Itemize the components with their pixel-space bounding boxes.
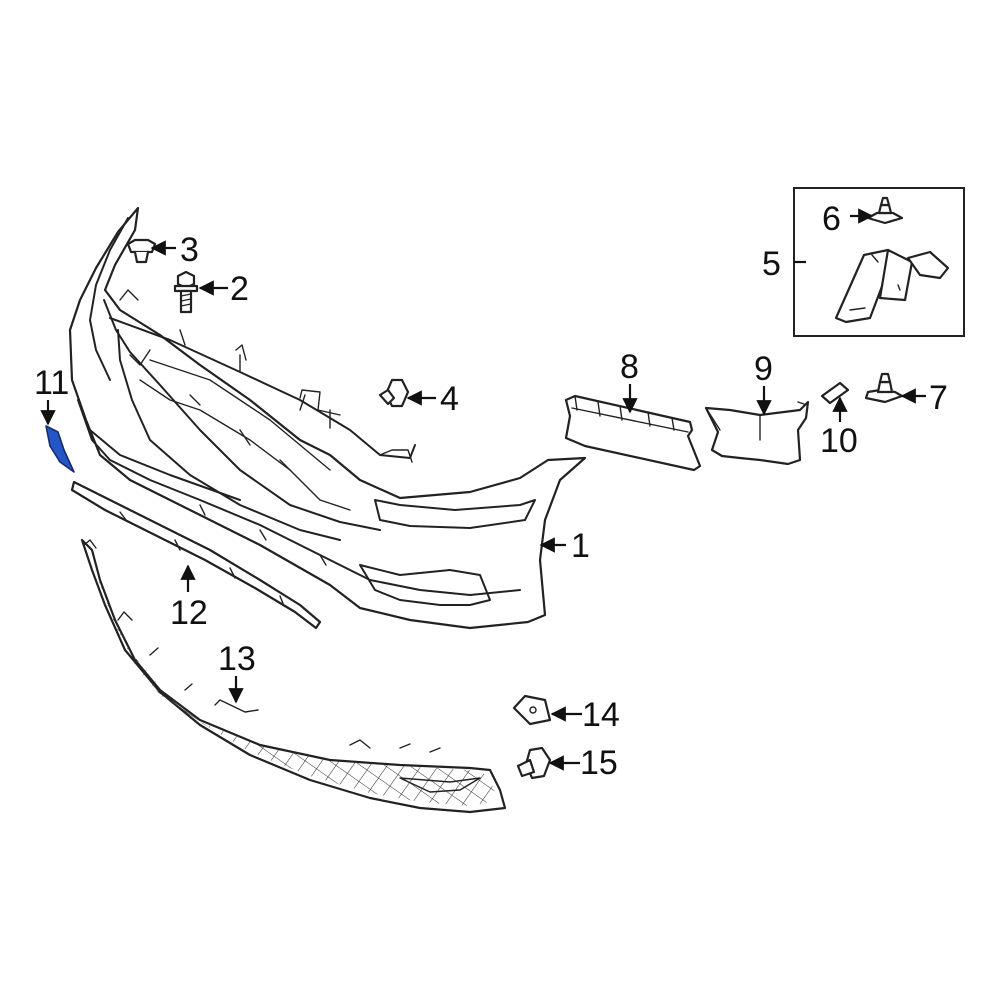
callout-12: 12: [170, 594, 208, 632]
fastener-screw: [864, 372, 904, 404]
callout-7: 7: [929, 379, 948, 417]
callout-13: 13: [218, 640, 256, 678]
callout-14: 14: [582, 696, 620, 734]
nut-clip: [512, 694, 552, 726]
callout-9: 9: [754, 350, 773, 388]
bracket-assembly-box: [793, 187, 965, 337]
bumper-cover: [68, 206, 587, 630]
push-clip: [126, 238, 157, 264]
side-bracket-right: [704, 400, 810, 466]
callout-6: 6: [822, 200, 841, 238]
air-deflector: [45, 425, 75, 473]
callout-11: 11: [34, 364, 69, 402]
pin: [820, 381, 850, 405]
side-bracket-left: [564, 394, 702, 472]
retainer: [378, 378, 410, 408]
callout-15: 15: [580, 744, 618, 782]
callout-2: 2: [230, 270, 249, 308]
lower-grille: [80, 538, 507, 814]
callout-10: 10: [820, 422, 858, 460]
callout-1: 1: [571, 527, 590, 565]
push-pin-retainer: [516, 746, 552, 780]
leader-arrows: [40, 208, 926, 771]
bolt: [173, 270, 199, 314]
lower-trim-strip: [70, 480, 322, 630]
callout-8: 8: [620, 348, 639, 386]
callout-4: 4: [440, 380, 459, 418]
callout-3: 3: [180, 231, 199, 269]
callout-5: 5: [762, 245, 781, 283]
